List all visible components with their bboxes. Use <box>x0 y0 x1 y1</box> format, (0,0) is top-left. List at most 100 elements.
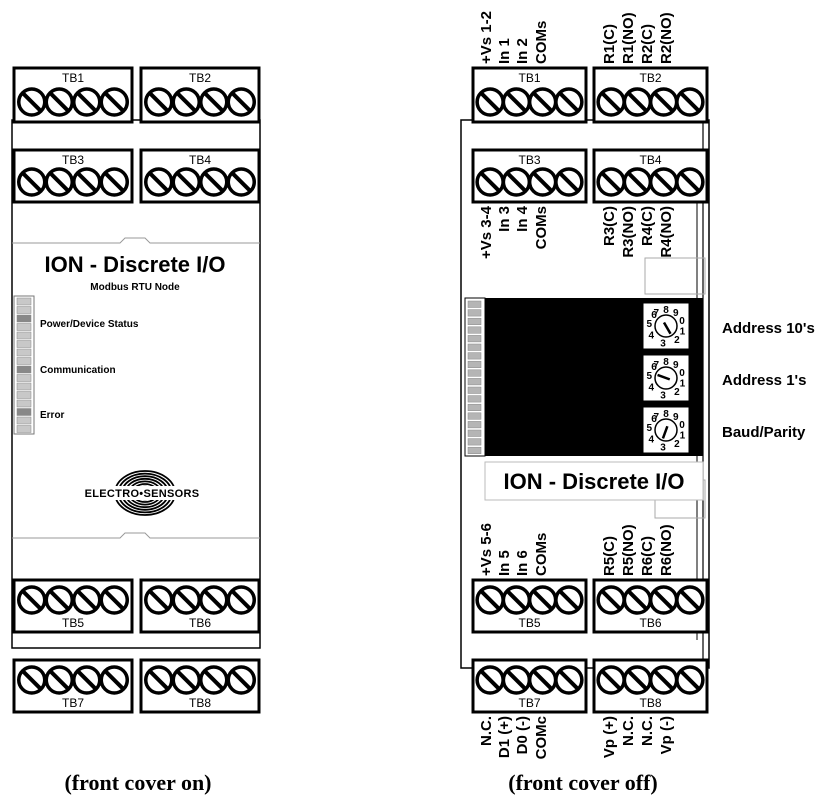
status-led <box>16 408 32 416</box>
led-window <box>16 374 32 382</box>
dial-digit: 8 <box>663 409 669 420</box>
dial-digit: 3 <box>660 391 666 402</box>
led-window <box>16 399 32 408</box>
screw-icon <box>144 87 174 117</box>
led-window <box>16 331 32 340</box>
dial-digit: 2 <box>674 335 680 346</box>
screw-slot <box>600 589 622 611</box>
screw-slot <box>148 91 170 113</box>
left-tb6: TB6 <box>139 578 261 634</box>
dial-digit: 7 <box>653 412 659 423</box>
right-caption: (front cover off) <box>508 770 657 795</box>
pin-label: R3(NO) <box>620 206 637 258</box>
pin-label: +Vs 3-4 <box>478 205 495 259</box>
screw-icon <box>622 585 653 615</box>
screw-slot <box>679 171 701 193</box>
screw-icon <box>554 585 584 615</box>
screw-icon <box>475 665 505 695</box>
screw-icon <box>99 665 129 695</box>
pin-label: N.C. <box>639 716 656 746</box>
screw-icon <box>648 665 679 695</box>
right-tb5: TB5 <box>471 578 588 634</box>
pin-label: N.C. <box>478 716 495 746</box>
pin-label: R5(NO) <box>620 524 637 576</box>
screw-slot <box>558 589 580 611</box>
screw-slot <box>76 171 98 193</box>
dial-digit: 2 <box>674 387 680 398</box>
screw-icon <box>554 167 584 197</box>
right-tb1-label: TB1 <box>518 71 540 85</box>
left-tb8-label: TB8 <box>189 696 211 710</box>
screw-slot <box>653 91 675 113</box>
right-tb6-label: TB6 <box>639 616 661 630</box>
dial-digit: 5 <box>646 319 652 330</box>
screw-icon <box>475 87 505 117</box>
screw-slot <box>76 669 98 691</box>
screw-slot <box>103 669 125 691</box>
cover-seam-bottom <box>12 532 260 539</box>
dial-digit: 1 <box>680 378 686 389</box>
left-tb5: TB5 <box>12 578 134 634</box>
pin-label: +Vs 1-2 <box>478 11 495 64</box>
screw-icon <box>596 665 626 695</box>
right-tb7-label: TB7 <box>518 696 540 710</box>
screw-slot <box>103 171 125 193</box>
screw-slot <box>505 669 527 691</box>
right-tb8: TB8 <box>592 658 709 714</box>
screw-icon <box>99 87 129 117</box>
screw-slot <box>600 91 622 113</box>
screw-icon <box>72 665 102 695</box>
led-window <box>467 335 482 343</box>
screw-slot <box>532 91 554 113</box>
led-strip-frame <box>13 295 35 435</box>
screw-slot <box>679 589 701 611</box>
screw-slot <box>479 171 501 193</box>
right-tb4-label: TB4 <box>639 153 661 167</box>
led-label-error: Error <box>40 410 65 421</box>
screw-icon <box>675 87 705 117</box>
screw-slot <box>679 91 701 113</box>
screw-icon <box>501 167 532 197</box>
left-tb3: TB3 <box>12 148 134 204</box>
dial-digit: 9 <box>673 412 679 423</box>
dial-digit: 4 <box>648 383 654 394</box>
led-window <box>467 360 482 368</box>
led-window <box>467 343 482 351</box>
led-label-communication: Communication <box>40 365 116 376</box>
right-tb3: TB3 <box>471 148 588 204</box>
screw-icon <box>199 167 229 197</box>
left-tb7: TB7 <box>12 658 134 714</box>
led-window <box>467 317 482 325</box>
screw-slot <box>505 91 527 113</box>
pin-label: R4(NO) <box>658 206 675 258</box>
screw-slot <box>505 589 527 611</box>
dial-digit: 0 <box>679 368 685 379</box>
pin-label: R4(C) <box>639 206 656 246</box>
screw-slot <box>230 589 252 611</box>
left-tb5-label: TB5 <box>62 616 84 630</box>
dial-pointer-icon <box>657 373 671 381</box>
led-window <box>467 326 482 334</box>
pin-label: In 6 <box>514 550 531 576</box>
screw-slot <box>626 669 648 691</box>
screw-icon <box>44 167 74 197</box>
pin-label: R1(C) <box>601 24 618 64</box>
screw-slot <box>679 669 701 691</box>
led-window <box>467 421 482 429</box>
screw-icon <box>475 167 505 197</box>
screw-slot <box>21 589 43 611</box>
right-tb2: TB2 <box>592 66 709 124</box>
screw-slot <box>558 669 580 691</box>
right-tb4: TB4 <box>592 148 709 204</box>
dial-digit: 6 <box>651 310 657 321</box>
screw-slot <box>21 669 43 691</box>
pin-label: R6(NO) <box>658 524 675 576</box>
screw-icon <box>501 87 532 117</box>
dial-digit: 0 <box>679 316 685 327</box>
screw-icon <box>17 167 47 197</box>
screw-icon <box>648 87 679 117</box>
screw-slot <box>479 589 501 611</box>
dial-digit: 7 <box>653 308 659 319</box>
led-window <box>467 412 482 420</box>
